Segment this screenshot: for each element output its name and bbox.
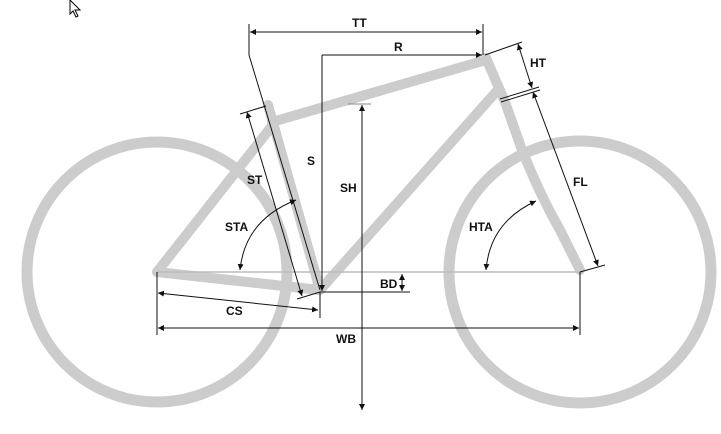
dimension-label-bd: BD xyxy=(380,277,398,291)
arrow-pointer-icon xyxy=(69,0,82,18)
dimension-label-hta: HTA xyxy=(469,220,493,234)
dimension-label-fl: FL xyxy=(573,175,588,189)
cs-dimension: CS xyxy=(156,272,321,335)
dimension-label-wb: WB xyxy=(336,332,356,346)
tt-dimension: TT xyxy=(248,16,484,55)
dimension-label-ht: HT xyxy=(530,56,547,70)
seat-tube xyxy=(263,100,325,295)
wb-dimension: WB xyxy=(158,272,581,346)
bike-frame xyxy=(152,53,585,295)
dimension-label-r: R xyxy=(394,40,403,54)
dimension-label-st: ST xyxy=(247,173,263,187)
sta-dimension: STA xyxy=(225,199,297,271)
fl-dimension: FL xyxy=(532,91,606,273)
dimension-label-cs: CS xyxy=(226,304,243,318)
dimension-label-sta: STA xyxy=(225,220,248,234)
dimension-label-tt: TT xyxy=(352,16,367,30)
top-tube xyxy=(267,55,491,127)
sh-dimension: SH xyxy=(340,103,371,410)
dimension-label-sh: SH xyxy=(340,181,357,195)
hta-dimension: HTA xyxy=(469,200,537,271)
dimension-label-s: S xyxy=(307,154,315,168)
reach-stack-dimension: R S xyxy=(307,40,482,291)
bd-dimension: BD xyxy=(320,274,410,293)
down-tube xyxy=(315,87,501,295)
